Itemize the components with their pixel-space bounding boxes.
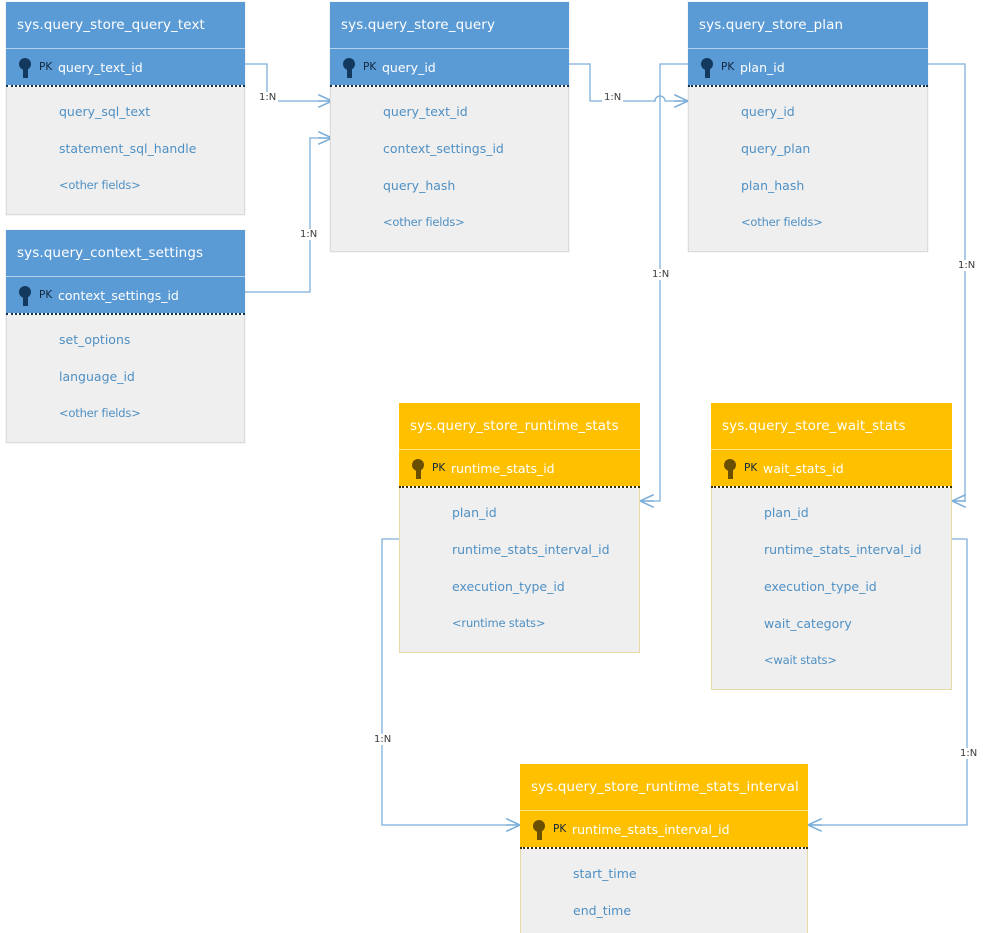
cardinality-label-r4: 1:N <box>650 269 672 280</box>
pk-badge: PK <box>553 823 567 835</box>
entity-query-store-runtime-stats[interactable]: sys.query_store_runtime_stats PK runtime… <box>399 403 640 653</box>
entity-title: sys.query_store_query_text <box>6 2 245 48</box>
pk-separator <box>6 85 245 87</box>
entity-field-list: plan_id runtime_stats_interval_id execut… <box>711 488 952 690</box>
connector-r4 <box>639 63 689 502</box>
entity-query-store-query[interactable]: sys.query_store_query PK query_id query_… <box>330 2 569 252</box>
entity-title: sys.query_store_plan <box>688 2 928 48</box>
cardinality-label-r3: 1:N <box>602 92 624 103</box>
entity-title: sys.query_store_runtime_stats_interval <box>520 764 808 810</box>
pk-badge: PK <box>432 462 446 474</box>
field-row: runtime_stats_interval_id <box>764 542 922 557</box>
pk-separator <box>688 85 928 87</box>
field-row: start_time <box>573 866 637 881</box>
pk-badge: PK <box>363 61 377 73</box>
key-icon <box>724 459 737 479</box>
field-row: language_id <box>59 369 135 384</box>
pk-separator <box>330 85 569 87</box>
entity-field-list: query_id query_plan plan_hash <other fie… <box>688 87 928 252</box>
field-row: <other fields> <box>383 215 465 229</box>
entity-field-list: query_text_id context_settings_id query_… <box>330 87 569 252</box>
key-icon <box>343 58 356 78</box>
field-row: query_plan <box>741 141 811 156</box>
field-row: plan_hash <box>741 178 805 193</box>
pk-badge: PK <box>744 462 758 474</box>
field-row: execution_type_id <box>452 579 565 594</box>
pk-field-name: plan_id <box>740 60 785 75</box>
field-row: wait_category <box>764 616 852 631</box>
pk-badge: PK <box>39 289 53 301</box>
entity-field-list: start_time end_time <box>520 849 808 933</box>
field-row: query_sql_text <box>59 104 151 119</box>
key-icon <box>412 459 425 479</box>
entity-query-store-query-text[interactable]: sys.query_store_query_text PK query_text… <box>6 2 245 215</box>
entity-field-list: plan_id runtime_stats_interval_id execut… <box>399 488 640 653</box>
entity-pk-row[interactable]: PK wait_stats_id <box>711 449 952 486</box>
entity-pk-row[interactable]: PK query_text_id <box>6 48 245 85</box>
pk-separator <box>520 847 808 849</box>
pk-field-name: query_id <box>382 60 436 75</box>
field-row: plan_id <box>764 505 809 520</box>
pk-badge: PK <box>721 61 735 73</box>
cardinality-label-r2: 1:N <box>298 229 320 240</box>
field-row: query_text_id <box>383 104 468 119</box>
entity-title: sys.query_store_runtime_stats <box>399 403 640 449</box>
entity-query-store-plan[interactable]: sys.query_store_plan PK plan_id query_id… <box>688 2 928 252</box>
key-icon <box>19 286 32 306</box>
cardinality-label-r6: 1:N <box>372 734 394 745</box>
field-row: set_options <box>59 332 131 347</box>
entity-title: sys.query_context_settings <box>6 230 245 276</box>
connector-r3-hop <box>654 95 689 102</box>
field-row: <other fields> <box>59 178 141 192</box>
entity-pk-row[interactable]: PK context_settings_id <box>6 276 245 313</box>
pk-field-name: wait_stats_id <box>763 461 844 476</box>
field-row: <other fields> <box>59 406 141 420</box>
entity-title: sys.query_store_query <box>330 2 569 48</box>
field-row: <other fields> <box>741 215 823 229</box>
cardinality-label-r7: 1:N <box>958 748 980 759</box>
pk-separator <box>6 313 245 315</box>
entity-title: sys.query_store_wait_stats <box>711 403 952 449</box>
pk-field-name: runtime_stats_interval_id <box>572 822 730 837</box>
connector-r2 <box>244 137 333 293</box>
entity-pk-row[interactable]: PK runtime_stats_interval_id <box>520 810 808 847</box>
field-row: <runtime stats> <box>452 616 546 630</box>
field-row: execution_type_id <box>764 579 877 594</box>
field-row: plan_id <box>452 505 497 520</box>
pk-field-name: context_settings_id <box>58 288 179 303</box>
entity-pk-row[interactable]: PK plan_id <box>688 48 928 85</box>
field-row: query_id <box>741 104 795 119</box>
key-icon <box>701 58 714 78</box>
key-icon <box>533 820 546 840</box>
cardinality-label-r5: 1:N <box>956 260 978 271</box>
pk-field-name: query_text_id <box>58 60 143 75</box>
entity-query-context-settings[interactable]: sys.query_context_settings PK context_se… <box>6 230 245 443</box>
field-row: runtime_stats_interval_id <box>452 542 610 557</box>
pk-badge: PK <box>39 61 53 73</box>
field-row: statement_sql_handle <box>59 141 197 156</box>
field-row: query_hash <box>383 178 456 193</box>
entity-query-store-runtime-stats-interval[interactable]: sys.query_store_runtime_stats_interval P… <box>520 764 808 933</box>
entity-pk-row[interactable]: PK query_id <box>330 48 569 85</box>
pk-separator <box>399 486 640 488</box>
entity-field-list: query_sql_text statement_sql_handle <oth… <box>6 87 245 215</box>
field-row: context_settings_id <box>383 141 504 156</box>
entity-query-store-wait-stats[interactable]: sys.query_store_wait_stats PK wait_stats… <box>711 403 952 690</box>
field-row: <wait stats> <box>764 653 837 667</box>
key-icon <box>19 58 32 78</box>
pk-field-name: runtime_stats_id <box>451 461 555 476</box>
pk-separator <box>711 486 952 488</box>
field-row: end_time <box>573 903 632 918</box>
entity-field-list: set_options language_id <other fields> <box>6 315 245 443</box>
entity-pk-row[interactable]: PK runtime_stats_id <box>399 449 640 486</box>
cardinality-label-r1: 1:N <box>257 92 279 103</box>
